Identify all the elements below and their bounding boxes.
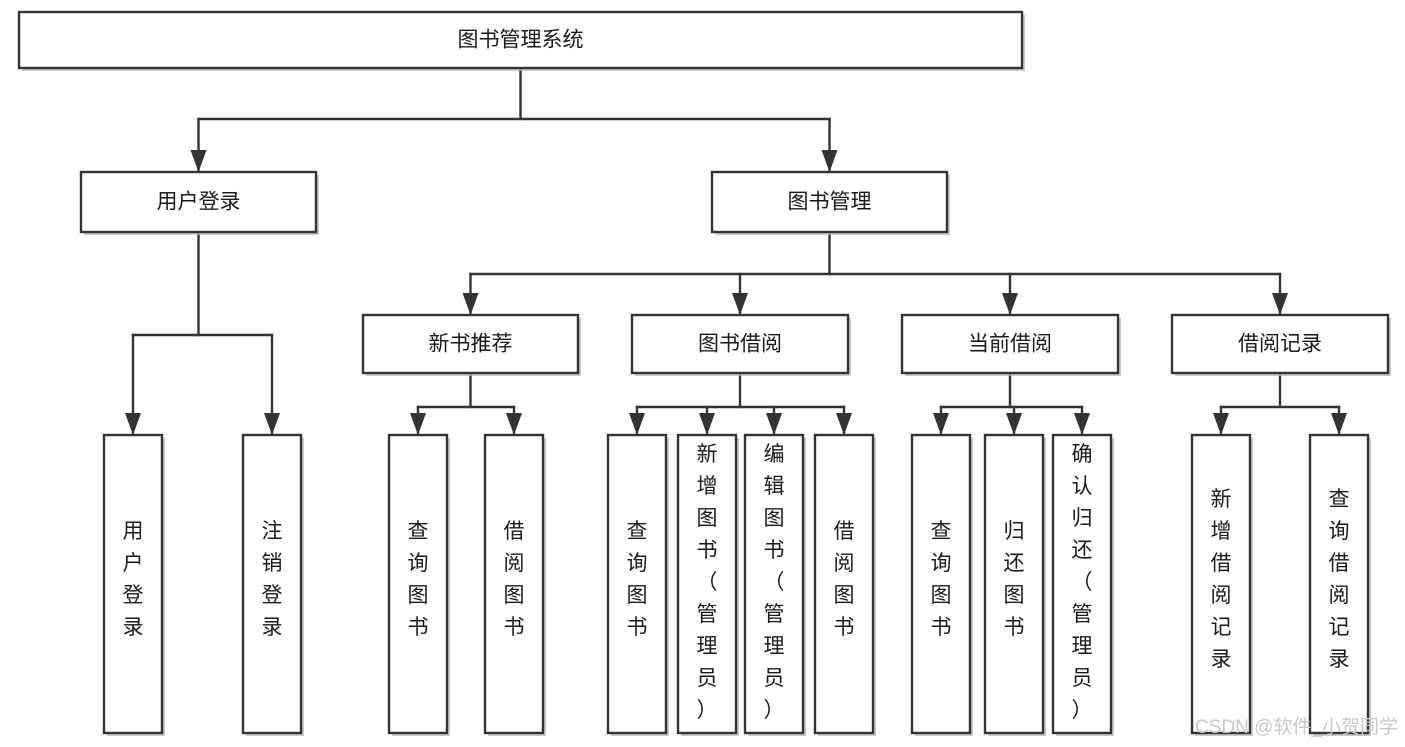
arrow-head xyxy=(629,413,645,435)
node-box-leaf-logout[interactable] xyxy=(241,433,303,735)
arrow-head xyxy=(1002,293,1018,315)
node-box-book-borrow[interactable] xyxy=(630,313,850,375)
node-box-leaf-query-book-borrow[interactable] xyxy=(606,433,668,735)
node-box-leaf-edit-book-admin[interactable] xyxy=(743,433,805,735)
node-box-leaf-borrow-book[interactable] xyxy=(813,433,875,735)
node-label-leaf-borrow-book: 借阅图书 xyxy=(834,520,855,639)
arrow-head xyxy=(190,150,207,172)
node-label-leaf-query-book-current: 查询图书 xyxy=(931,520,952,639)
node-label-leaf-borrow-book-recommend: 借阅图书 xyxy=(504,520,525,639)
node-label-leaf-query-borrow-record: 查询借阅记录 xyxy=(1329,488,1350,671)
node-leaf-borrow-book-recommend[interactable]: 借阅图书 xyxy=(483,433,546,736)
node-box-user-login[interactable] xyxy=(79,170,318,234)
node-layer: 图书管理系统用户登录图书管理新书推荐图书借阅当前借阅借阅记录用户登录注销登录查询… xyxy=(17,10,1391,736)
arrow-head xyxy=(1074,413,1090,435)
connectors-root-to-level2 xyxy=(190,66,838,174)
arrow-head xyxy=(821,150,838,172)
node-box-leaf-add-book-admin[interactable] xyxy=(676,433,738,735)
node-box-leaf-add-borrow-record[interactable] xyxy=(1190,433,1252,735)
node-leaf-return-book[interactable]: 归还图书 xyxy=(983,433,1046,736)
arrow-head xyxy=(264,413,280,435)
connectors-current-borrow-to-leaves xyxy=(933,371,1090,437)
node-leaf-query-book-borrow[interactable]: 查询图书 xyxy=(606,433,669,736)
node-leaf-logout[interactable]: 注销登录 xyxy=(241,433,304,736)
connectors-borrow-record-to-leaves xyxy=(1213,371,1347,437)
node-leaf-query-book-current[interactable]: 查询图书 xyxy=(910,433,973,736)
node-box-leaf-query-book-current[interactable] xyxy=(910,433,972,735)
connectors-new-book-recommend-to-leaves xyxy=(410,371,522,437)
node-label-leaf-return-book: 归还图书 xyxy=(1004,520,1025,639)
node-box-leaf-query-borrow-record[interactable] xyxy=(1308,433,1370,735)
node-label-leaf-add-book-admin: 新增图书（管理员） xyxy=(697,443,718,722)
arrow-head xyxy=(506,413,522,435)
node-box-new-book-recommend[interactable] xyxy=(361,313,580,375)
node-box-leaf-confirm-return-admin[interactable] xyxy=(1051,433,1113,735)
node-borrow-record[interactable]: 借阅记录 xyxy=(1170,313,1391,376)
node-leaf-borrow-book[interactable]: 借阅图书 xyxy=(813,433,876,736)
node-leaf-add-borrow-record[interactable]: 新增借阅记录 xyxy=(1190,433,1253,736)
node-book-borrow[interactable]: 图书借阅 xyxy=(630,313,851,376)
node-label-current-borrow: 当前借阅 xyxy=(968,333,1052,356)
arrow-head xyxy=(1272,293,1288,315)
node-book-management[interactable]: 图书管理 xyxy=(710,170,950,235)
node-label-leaf-edit-book-admin: 编辑图书（管理员） xyxy=(764,443,785,722)
node-user-login[interactable]: 用户登录 xyxy=(79,170,319,235)
node-leaf-confirm-return-admin[interactable]: 确认归还（管理员） xyxy=(1051,433,1114,736)
node-box-leaf-return-book[interactable] xyxy=(983,433,1045,735)
node-label-leaf-query-book-borrow: 查询图书 xyxy=(627,520,648,639)
csdn-watermark: CSDN @软件_小贺同学 xyxy=(1195,716,1398,738)
node-box-book-management[interactable] xyxy=(710,170,949,234)
node-label-leaf-user-login: 用户登录 xyxy=(123,520,144,639)
arrow-head xyxy=(699,413,715,435)
node-leaf-edit-book-admin[interactable]: 编辑图书（管理员） xyxy=(743,433,806,736)
node-label-book-management: 图书管理 xyxy=(788,191,872,214)
node-box-leaf-user-login[interactable] xyxy=(102,433,164,735)
node-current-borrow[interactable]: 当前借阅 xyxy=(900,313,1121,376)
connectors-user-login-to-leaves xyxy=(125,230,280,437)
node-label-leaf-confirm-return-admin: 确认归还（管理员） xyxy=(1072,443,1093,722)
node-leaf-user-login[interactable]: 用户登录 xyxy=(102,433,165,736)
connectors-book-management-to-level3 xyxy=(462,230,1288,317)
arrow-head xyxy=(766,413,782,435)
arrow-head xyxy=(836,413,852,435)
node-label-new-book-recommend: 新书推荐 xyxy=(429,333,513,356)
node-root[interactable]: 图书管理系统 xyxy=(17,10,1025,71)
connectors-book-borrow-to-leaves xyxy=(629,371,852,437)
arrow-head xyxy=(1331,413,1347,435)
node-label-root: 图书管理系统 xyxy=(458,29,584,52)
node-label-borrow-record: 借阅记录 xyxy=(1238,333,1322,356)
arrow-head xyxy=(462,293,479,315)
node-label-leaf-logout: 注销登录 xyxy=(262,520,283,639)
node-box-borrow-record[interactable] xyxy=(1170,313,1390,375)
arrow-head xyxy=(933,413,949,435)
node-leaf-query-borrow-record[interactable]: 查询借阅记录 xyxy=(1308,433,1371,736)
node-box-leaf-query-book-recommend[interactable] xyxy=(387,433,449,735)
arrow-head xyxy=(1006,413,1022,435)
node-new-book-recommend[interactable]: 新书推荐 xyxy=(361,313,581,376)
node-leaf-add-book-admin[interactable]: 新增图书（管理员） xyxy=(676,433,739,736)
node-label-leaf-query-book-recommend: 查询图书 xyxy=(408,520,429,639)
arrow-head xyxy=(732,293,748,315)
node-label-user-login: 用户登录 xyxy=(157,191,241,214)
arrow-head xyxy=(1213,413,1229,435)
node-box-leaf-borrow-book-recommend[interactable] xyxy=(483,433,545,735)
arrow-head xyxy=(125,413,141,435)
node-box-root[interactable] xyxy=(17,10,1024,70)
node-box-current-borrow[interactable] xyxy=(900,313,1120,375)
node-leaf-query-book-recommend[interactable]: 查询图书 xyxy=(387,433,450,736)
connector-layer xyxy=(125,66,1347,437)
node-label-book-borrow: 图书借阅 xyxy=(698,333,782,356)
arrow-head xyxy=(410,413,426,435)
node-label-leaf-add-borrow-record: 新增借阅记录 xyxy=(1211,488,1232,671)
